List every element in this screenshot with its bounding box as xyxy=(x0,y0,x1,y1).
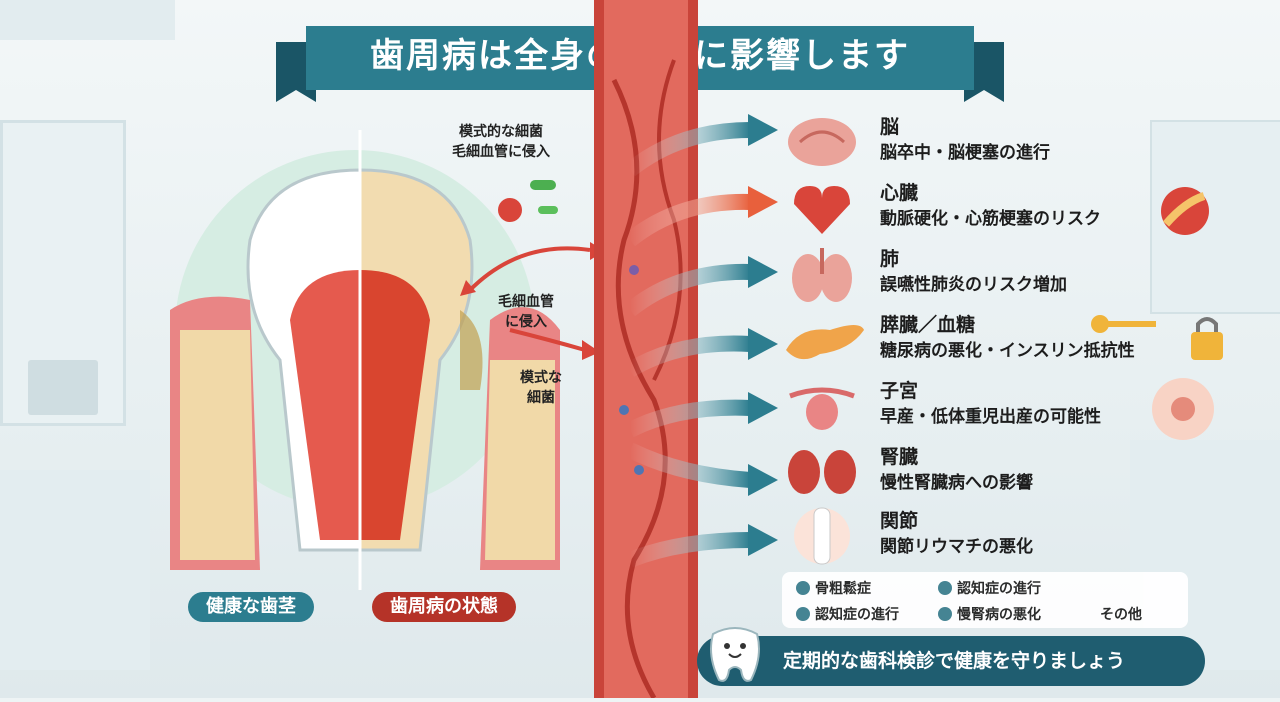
note-bacteria-top: 模式的な細菌 毛細血管に侵入 xyxy=(452,124,550,160)
baby-icon xyxy=(1152,378,1214,440)
extras-box: 骨粗鬆症 認知症の進行 認知症の進行 慢腎病の悪化 その他 xyxy=(782,572,1188,628)
organ-name: 肺 xyxy=(880,248,900,270)
organ-joint: 関節 関節リウマチの悪化 xyxy=(780,506,1140,568)
organ-desc: 慢性腎臓病への影響 xyxy=(880,473,1033,493)
extra-item: 慢腎病の悪化 xyxy=(938,604,1041,624)
desk-left xyxy=(0,470,150,670)
blood-vessel xyxy=(594,0,698,700)
organ-name: 膵臓／血糖 xyxy=(880,314,976,336)
brain-icon xyxy=(796,607,810,621)
lungs-icon xyxy=(792,248,852,302)
organ-desc: 脳卒中・脳梗塞の進行 xyxy=(880,143,1050,163)
uterus-icon xyxy=(789,387,855,430)
organ-name: 関節 xyxy=(880,510,919,532)
extra-item: その他 xyxy=(1100,607,1142,623)
footer-message: 定期的な歯科検診で健康を守りましょう xyxy=(783,650,1126,672)
organ-kidney: 腎臓 慢性腎臓病への影響 xyxy=(780,442,1140,504)
organ-name: 腎臓 xyxy=(880,446,919,468)
organ-desc: 誤嚥性肺炎のリスク増加 xyxy=(880,275,1067,295)
vessel-illustration xyxy=(594,0,698,700)
red-arrows xyxy=(460,242,605,360)
artery-icon xyxy=(1161,187,1209,235)
note-capillary: 毛細血管 に侵入 xyxy=(498,294,554,330)
pulp-diseased xyxy=(360,270,430,540)
bacteria-icon xyxy=(498,180,558,222)
organ-desc: 関節リウマチの悪化 xyxy=(880,537,1033,557)
organ-uterus: 子宮 早産・低体重児出産の可能性 xyxy=(780,376,1140,438)
tooth-mascot-icon xyxy=(710,627,760,682)
key-icon xyxy=(1091,315,1156,333)
healthy-label: 健康な歯茎 xyxy=(188,592,314,622)
extra-item: 骨粗鬆症 xyxy=(796,578,871,598)
monitor-left xyxy=(28,360,98,415)
brain-icon xyxy=(938,581,952,595)
counter-right xyxy=(1130,440,1280,670)
joint-icon xyxy=(794,507,850,565)
extra-item: 認知症の進行 xyxy=(938,578,1041,598)
organ-lungs: 肺 誤嚥性肺炎のリスク増加 xyxy=(780,244,1140,306)
tooth-illustration xyxy=(170,130,560,590)
extra-item: 認知症の進行 xyxy=(796,604,899,624)
tooth-diagram xyxy=(160,130,580,590)
organ-desc: 早産・低体重児出産の可能性 xyxy=(880,407,1101,427)
brain-icon xyxy=(788,118,856,166)
lock-icon xyxy=(1191,317,1223,360)
organ-brain: 脳 脳卒中・脳梗塞の進行 xyxy=(780,112,1140,174)
pancreas-icon xyxy=(786,325,864,360)
ceiling-left xyxy=(0,0,175,40)
pulp-healthy xyxy=(290,270,360,540)
organ-name: 子宮 xyxy=(880,380,919,402)
organ-desc: 動脈硬化・心筋梗塞のリスク xyxy=(880,209,1101,229)
note-bacteria-low: 模式な 細菌 xyxy=(520,370,562,406)
organ-name: 脳 xyxy=(880,116,900,138)
organ-arrows xyxy=(625,114,778,568)
heart-icon xyxy=(794,186,850,234)
organ-name: 心臓 xyxy=(880,182,919,204)
organ-pancreas: 膵臓／血糖 糖尿病の悪化・インスリン抵抗性 xyxy=(780,310,1140,372)
bone-icon xyxy=(796,581,810,595)
kidney-icon xyxy=(788,450,856,494)
organ-desc: 糖尿病の悪化・インスリン抵抗性 xyxy=(880,341,1135,361)
plaque xyxy=(460,310,483,390)
organ-heart: 心臓 動脈硬化・心筋梗塞のリスク xyxy=(780,178,1140,240)
disease-label: 歯周病の状態 xyxy=(372,592,516,622)
kidney-icon xyxy=(938,607,952,621)
bone-right xyxy=(485,360,555,560)
footer-banner: 定期的な歯科検診で健康を守りましょう xyxy=(697,627,1205,686)
bone-left xyxy=(180,330,255,560)
